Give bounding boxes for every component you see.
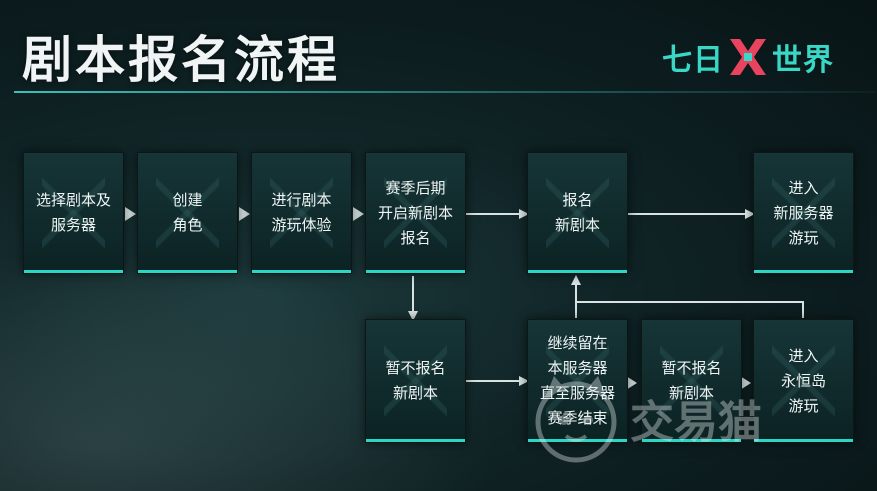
logo-emblem-icon bbox=[730, 39, 766, 75]
logo-text-right: 世界 bbox=[772, 43, 834, 78]
step-label: 进入 新服务器 游玩 bbox=[773, 178, 834, 247]
chevron-arrows bbox=[125, 207, 751, 390]
step-label: 暂不报名 新剧本 bbox=[661, 359, 722, 402]
step-signup-new-script: 报名 新剧本 bbox=[527, 152, 628, 274]
step-create-character: 创建 角色 bbox=[137, 152, 238, 274]
watermark-text: 交易猫 bbox=[630, 397, 762, 448]
game-logo: 七日 世界 bbox=[662, 35, 834, 79]
arrow-back-to-signup bbox=[571, 275, 804, 318]
step-select-script: 选择剧本及 服务器 bbox=[23, 152, 124, 274]
cat-logo-icon bbox=[535, 376, 617, 463]
step-label: 暂不报名 新剧本 bbox=[385, 359, 446, 402]
step-label: 选择剧本及 服务器 bbox=[35, 191, 111, 234]
chevron-arrow-icon bbox=[239, 207, 250, 221]
page-title: 剧本报名流程 bbox=[22, 31, 340, 89]
step-stay-server: 继续留在 本服务器 直至服务器 赛季结束 bbox=[527, 319, 628, 443]
step-label: 进入 永恒岛 游玩 bbox=[780, 346, 826, 415]
step-label: 继续留在 本服务器 直至服务器 赛季结束 bbox=[539, 334, 615, 427]
step-play-script: 进行剧本 游玩体验 bbox=[251, 152, 352, 274]
chevron-arrow-icon bbox=[125, 207, 136, 221]
chevron-arrow-icon bbox=[740, 376, 751, 390]
step-label: 进行剧本 游玩体验 bbox=[271, 191, 332, 234]
step-not-signup-1: 暂不报名 新剧本 bbox=[365, 319, 466, 443]
chevron-arrow-icon bbox=[626, 376, 637, 390]
chevron-arrow-icon bbox=[353, 207, 364, 221]
logo-text-left: 七日 bbox=[662, 43, 724, 78]
step-label: 报名 新剧本 bbox=[554, 191, 600, 234]
step-label: 创建 角色 bbox=[172, 191, 203, 234]
watermark: 交易猫 bbox=[528, 370, 858, 466]
step-enter-new-server: 进入 新服务器 游玩 bbox=[753, 152, 854, 274]
title-underline bbox=[14, 91, 876, 93]
step-label: 赛季后期 开启新剧本 报名 bbox=[377, 178, 453, 247]
step-not-signup-2: 暂不报名 新剧本 bbox=[641, 319, 742, 443]
step-season-open: 赛季后期 开启新剧本 报名 bbox=[365, 152, 466, 274]
step-enter-eternal-island: 进入 永恒岛 游玩 bbox=[753, 319, 854, 443]
